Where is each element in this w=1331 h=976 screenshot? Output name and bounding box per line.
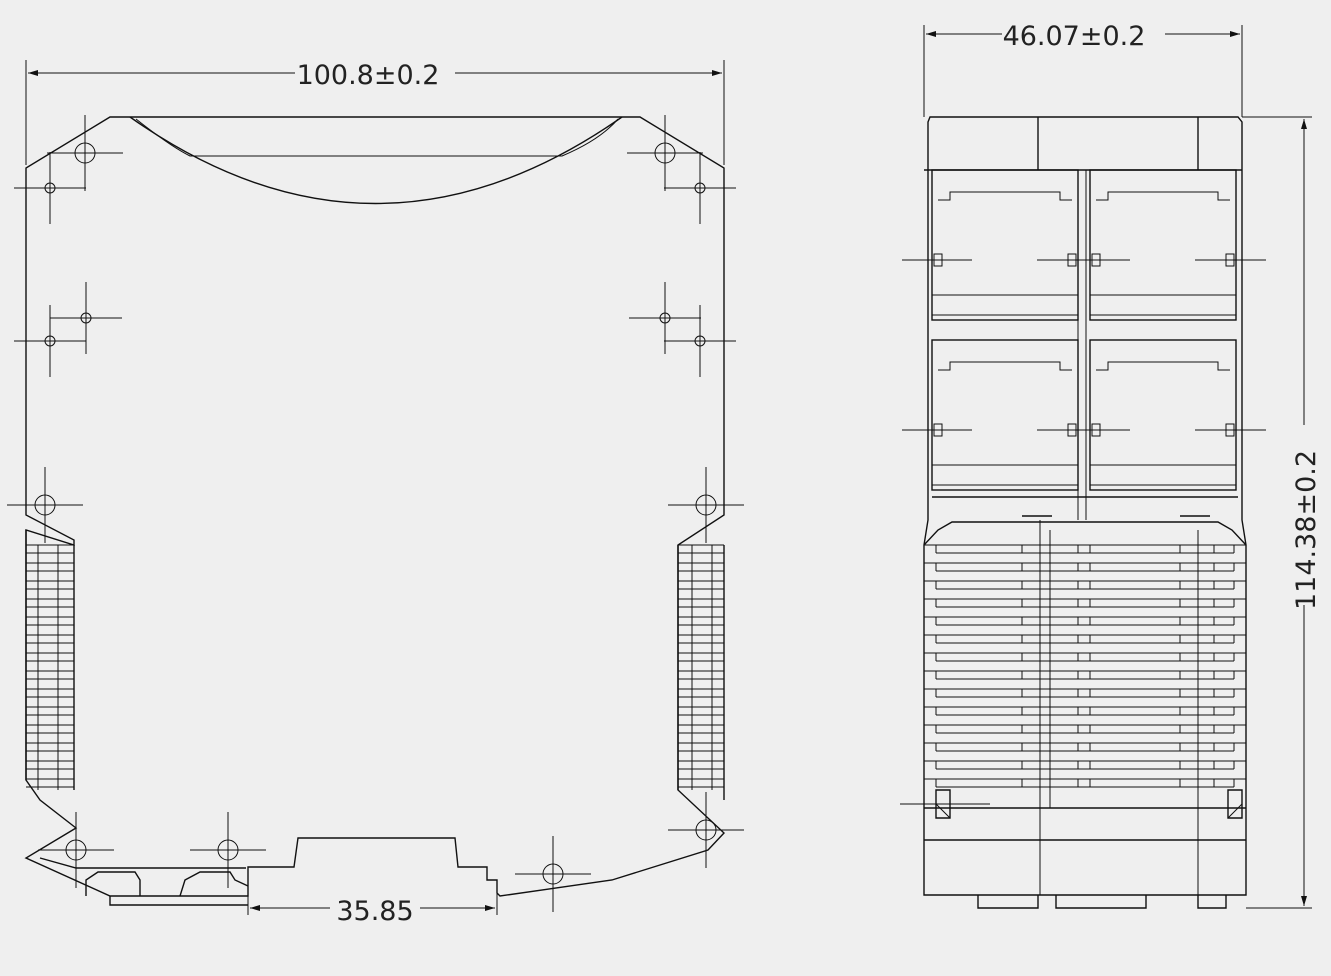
front-top-arc (129, 116, 623, 205)
front-view: 100.8±0.2 35.85 (7, 60, 744, 927)
dim-rail-width-label: 35.85 (336, 896, 413, 927)
dim-front-width-label: 100.8±0.2 (297, 60, 440, 91)
dim-side-width: 46.07±0.2 (923, 21, 1243, 117)
front-outline (24, 116, 725, 897)
side-fin-rows (924, 544, 1246, 788)
side-outline (923, 116, 1247, 896)
hole-icon (7, 467, 83, 543)
front-clip-left (85, 871, 249, 897)
hole-icon (50, 282, 122, 354)
terminal-block (1060, 169, 1266, 321)
terminal-block (902, 339, 1108, 491)
hole-icon (664, 152, 736, 224)
right-fins (677, 544, 725, 800)
side-terminal-blocks (902, 169, 1266, 491)
hole-icon (668, 467, 744, 543)
hole-icon (668, 792, 744, 868)
hole-icon (629, 282, 701, 354)
dim-rail-width: 35.85 (247, 868, 498, 927)
hole-icon (47, 115, 123, 191)
front-clip-edge (39, 857, 248, 906)
hole-icon (664, 305, 736, 377)
hole-icon (515, 836, 591, 912)
dim-side-height: 114.38±0.2 (1242, 116, 1322, 909)
side-view: 46.07±0.2 114.38±0.2 (900, 21, 1322, 909)
dim-side-width-label: 46.07±0.2 (1003, 21, 1146, 52)
hole-icon (627, 115, 703, 191)
hole-icon (190, 812, 266, 888)
dim-side-height-label: 114.38±0.2 (1291, 450, 1322, 610)
front-mounting-holes (7, 115, 744, 912)
dim-front-width: 100.8±0.2 (25, 60, 725, 165)
front-top-arc-inner (135, 118, 619, 157)
left-fins (25, 530, 75, 790)
hole-icon (14, 152, 86, 224)
terminal-block (902, 169, 1108, 321)
hole-icon (38, 812, 114, 888)
terminal-block (1060, 339, 1266, 491)
hole-icon (14, 305, 86, 377)
